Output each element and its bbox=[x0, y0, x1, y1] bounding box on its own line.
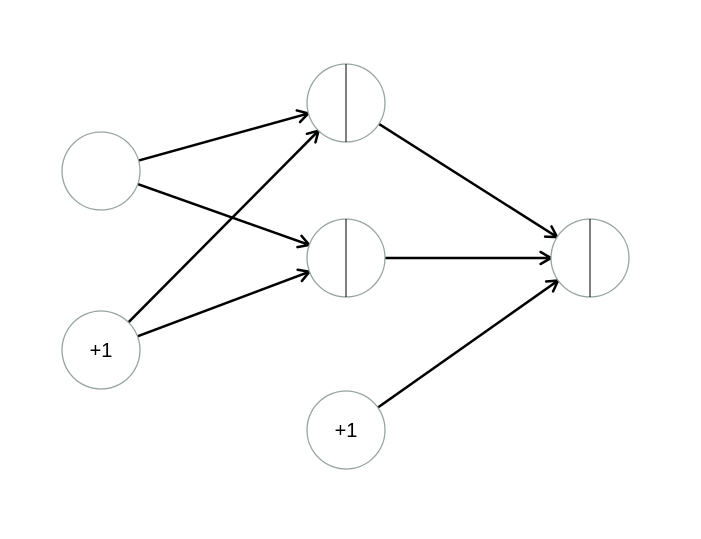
node-input-x bbox=[61, 131, 141, 211]
edge-line bbox=[377, 279, 559, 409]
edge-hidden-bias-to-output bbox=[377, 279, 560, 409]
node-output bbox=[550, 218, 630, 298]
node-hidden-bias-label: +1 bbox=[335, 420, 358, 442]
node-hidden-bias: +1 bbox=[306, 390, 386, 470]
edges-layer bbox=[127, 109, 560, 409]
node-hidden-2 bbox=[306, 218, 386, 298]
edge-input-x-to-hidden-1 bbox=[138, 109, 310, 162]
node-input-x-circle bbox=[61, 131, 141, 211]
edge-line bbox=[127, 129, 320, 324]
node-input-bias-circle bbox=[61, 310, 141, 390]
edge-hidden-2-to-output bbox=[385, 250, 553, 266]
edge-hidden-1-to-output bbox=[378, 122, 559, 239]
edge-input-x-to-hidden-2 bbox=[137, 182, 311, 249]
edge-input-bias-to-hidden-2 bbox=[137, 268, 311, 338]
node-input-bias-label: +1 bbox=[90, 340, 113, 362]
edge-input-bias-to-hidden-1 bbox=[127, 129, 320, 324]
node-hidden-bias-circle bbox=[306, 390, 386, 470]
edge-line bbox=[378, 122, 558, 239]
edge-line bbox=[137, 182, 310, 247]
nodes-layer: +1 +1 bbox=[61, 63, 630, 470]
edge-line bbox=[137, 270, 310, 338]
node-input-bias: +1 bbox=[61, 310, 141, 390]
edge-line bbox=[138, 112, 309, 162]
node-hidden-1 bbox=[306, 63, 386, 143]
